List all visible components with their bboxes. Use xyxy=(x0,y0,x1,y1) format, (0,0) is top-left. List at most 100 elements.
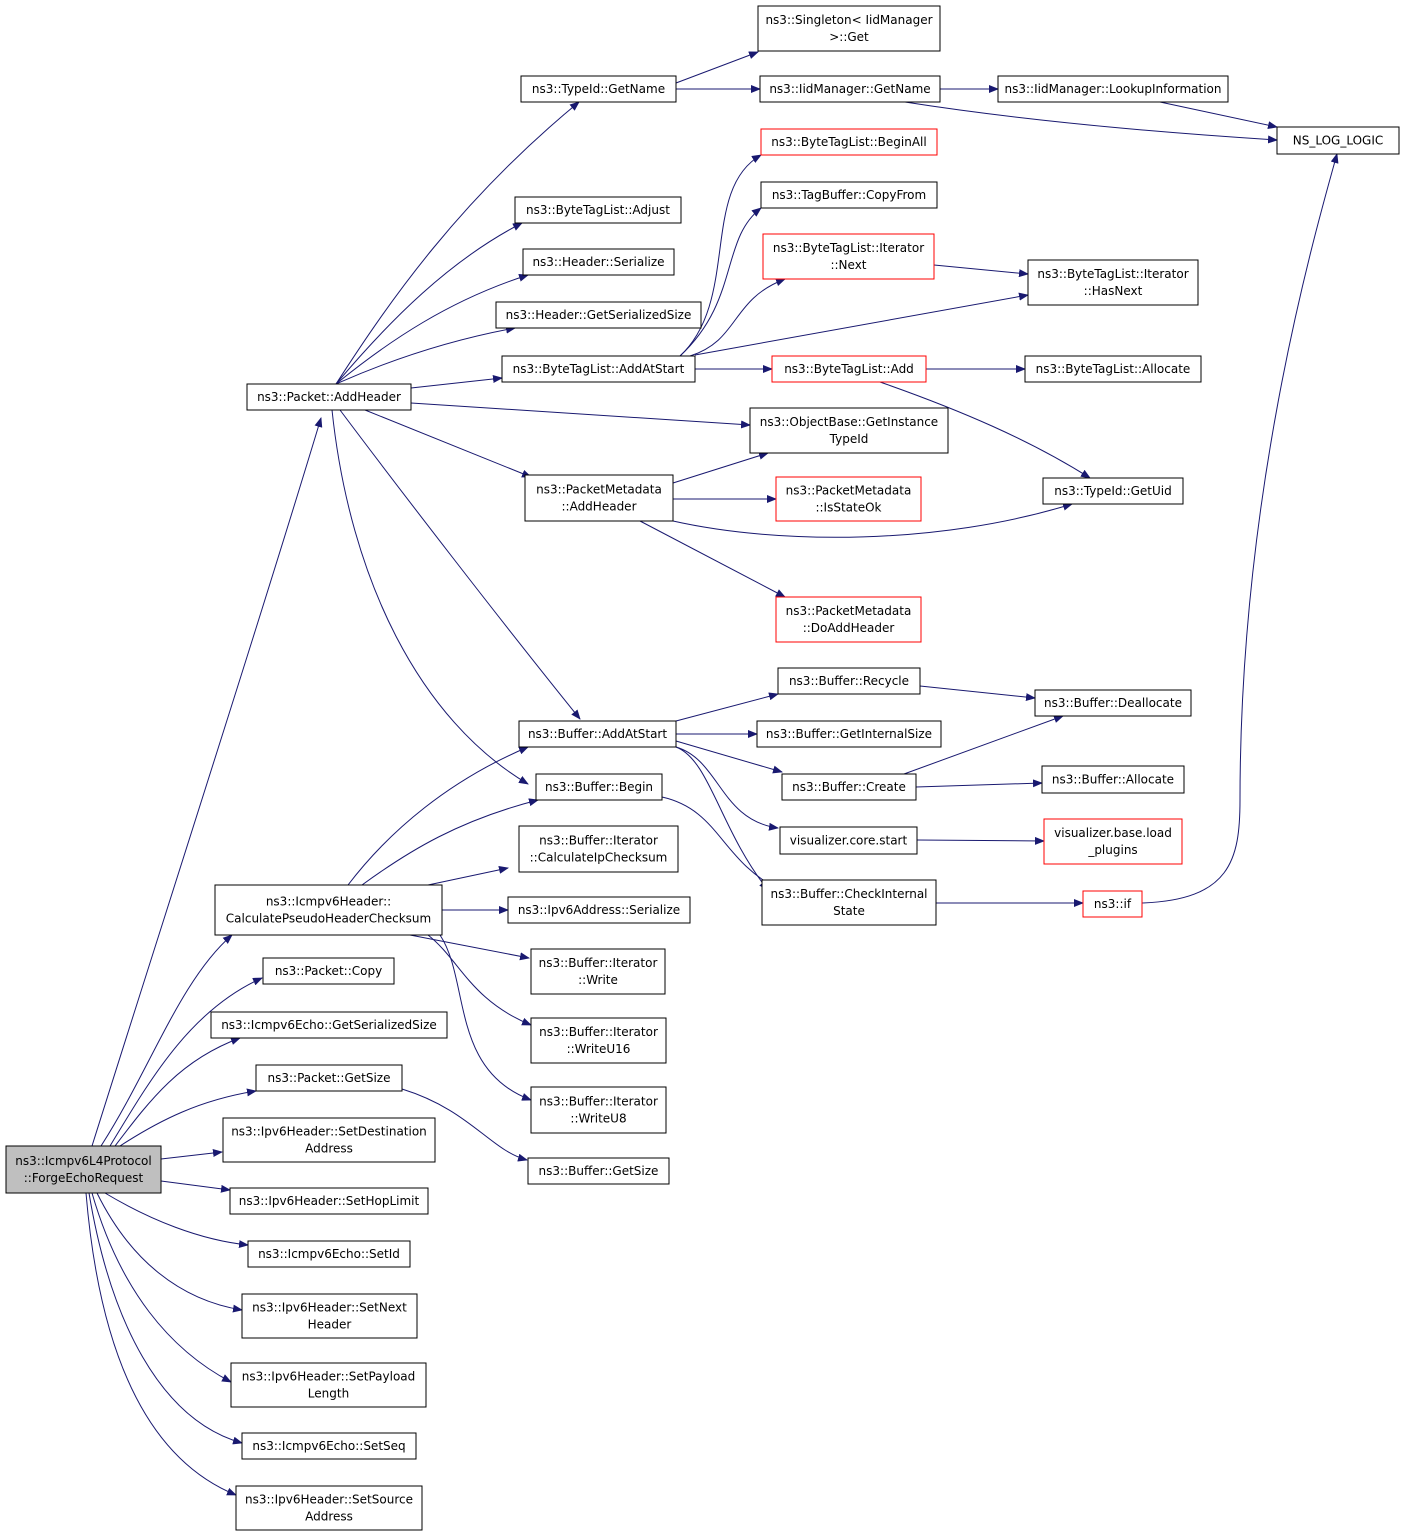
call-edge xyxy=(689,278,786,357)
node-hserialize[interactable]: ns3::Header::Serialize xyxy=(522,248,675,276)
node-box xyxy=(1041,765,1185,794)
node-viscorestart[interactable]: visualizer.core.start xyxy=(779,826,918,855)
node-label: Length xyxy=(308,1387,349,1401)
call-edge xyxy=(439,934,532,1101)
node-box xyxy=(749,407,949,454)
node-setseq[interactable]: ns3::Icmpv6Echo::SetSeq xyxy=(241,1432,417,1460)
node-iterwrite[interactable]: ns3::Buffer::Iterator::Write xyxy=(530,948,666,995)
node-label: ns3::PacketMetadata xyxy=(786,604,912,618)
call-edge xyxy=(675,692,779,722)
node-label: ns3::TypeId::GetUid xyxy=(1054,484,1172,498)
node-calcpseudo[interactable]: ns3::Icmpv6Header::CalculatePseudoHeader… xyxy=(214,884,443,936)
nodes: ns3::Icmpv6L4Protocol::ForgeEchoRequestn… xyxy=(5,5,1400,1531)
node-singletonget[interactable]: ns3::Singleton< IidManager>::Get xyxy=(757,5,941,52)
node-hgetsersize[interactable]: ns3::Header::GetSerializedSize xyxy=(495,301,702,329)
node-iidgetname[interactable]: ns3::IidManager::GetName xyxy=(759,75,941,103)
node-pmisstateok[interactable]: ns3::PacketMetadata::IsStateOk xyxy=(775,476,922,522)
node-bufallocate[interactable]: ns3::Buffer::Allocate xyxy=(1041,765,1185,794)
call-edge xyxy=(410,375,503,389)
node-label: ns3::Buffer::Deallocate xyxy=(1044,696,1182,710)
node-forge[interactable]: ns3::Icmpv6L4Protocol::ForgeEchoRequest xyxy=(5,1145,162,1194)
node-box xyxy=(1042,477,1184,505)
node-label: ns3::Icmpv6Echo::SetSeq xyxy=(252,1439,405,1453)
node-btlbeginall[interactable]: ns3::ByteTagList::BeginAll xyxy=(760,128,938,156)
call-edge xyxy=(335,273,529,385)
node-btladdatstart[interactable]: ns3::ByteTagList::AddAtStart xyxy=(501,355,696,383)
call-edge xyxy=(679,154,762,357)
node-visbaseload[interactable]: visualizer.base.load_plugins xyxy=(1043,818,1183,865)
call-edge xyxy=(1141,153,1339,904)
node-setid[interactable]: ns3::Icmpv6Echo::SetId xyxy=(247,1240,411,1268)
node-addheader[interactable]: ns3::Packet::AddHeader xyxy=(246,383,412,411)
node-nslog[interactable]: NS_LOG_LOGIC xyxy=(1276,126,1400,155)
node-iterwriteu8[interactable]: ns3::Buffer::Iterator::WriteU8 xyxy=(530,1086,667,1134)
node-label: ns3::Buffer::CheckInternal xyxy=(770,887,927,901)
node-echosersize[interactable]: ns3::Icmpv6Echo::GetSerializedSize xyxy=(210,1011,448,1039)
node-label: ns3::ByteTagList::BeginAll xyxy=(771,135,926,149)
node-label: ns3::Icmpv6L4Protocol xyxy=(15,1154,151,1168)
node-typegetname[interactable]: ns3::TypeId::GetName xyxy=(520,75,677,103)
call-edge xyxy=(96,1192,243,1313)
call-edge xyxy=(916,836,1045,845)
node-label: ::HasNext xyxy=(1084,284,1143,298)
node-bufdealloc[interactable]: ns3::Buffer::Deallocate xyxy=(1034,689,1192,717)
call-edge xyxy=(639,520,786,598)
node-box xyxy=(246,383,412,411)
node-label: ::WriteU16 xyxy=(567,1042,631,1056)
node-box xyxy=(229,1187,429,1215)
node-ns3if[interactable]: ns3::if xyxy=(1082,890,1143,918)
node-btliternext[interactable]: ns3::ByteTagList::Iterator::Next xyxy=(762,233,935,280)
node-btladjust[interactable]: ns3::ByteTagList::Adjust xyxy=(514,196,682,224)
node-label: ns3::ByteTagList::Allocate xyxy=(1036,362,1191,376)
node-label: ::IsStateOk xyxy=(815,501,881,515)
node-label: Header xyxy=(308,1318,352,1332)
node-pmdoaddheader[interactable]: ns3::PacketMetadata::DoAddHeader xyxy=(775,596,922,643)
node-bufcreate[interactable]: ns3::Buffer::Create xyxy=(781,773,917,801)
node-tbcopyfrom[interactable]: ns3::TagBuffer::CopyFrom xyxy=(760,181,938,209)
node-btliterhasnext[interactable]: ns3::ByteTagList::Iterator::HasNext xyxy=(1027,259,1199,306)
call-edge xyxy=(919,685,1036,702)
node-label: ns3::PacketMetadata xyxy=(786,484,912,498)
node-label: ns3::ByteTagList::Iterator xyxy=(773,241,924,255)
node-label: ns3::Icmpv6Echo::GetSerializedSize xyxy=(221,1018,437,1032)
call-edge xyxy=(335,222,523,385)
node-btlallocate[interactable]: ns3::ByteTagList::Allocate xyxy=(1024,355,1202,383)
call-edge xyxy=(661,796,781,891)
node-bufbegin[interactable]: ns3::Buffer::Begin xyxy=(535,773,663,801)
node-box xyxy=(255,1064,403,1092)
node-box xyxy=(759,75,941,103)
node-box xyxy=(760,181,938,209)
node-pcopy[interactable]: ns3::Packet::Copy xyxy=(262,957,395,985)
node-typegetuid[interactable]: ns3::TypeId::GetUid xyxy=(1042,477,1184,505)
node-bufaddatstart[interactable]: ns3::Buffer::AddAtStart xyxy=(518,720,677,748)
node-box xyxy=(997,75,1229,103)
node-label: ::AddHeader xyxy=(561,500,636,514)
node-pmaddheader[interactable]: ns3::PacketMetadata::AddHeader xyxy=(524,474,674,522)
node-ipv6addrser[interactable]: ns3::Ipv6Address::Serialize xyxy=(507,896,691,924)
node-btladd[interactable]: ns3::ByteTagList::Add xyxy=(771,355,927,383)
node-itercalc[interactable]: ns3::Buffer::Iterator::CalculateIpChecks… xyxy=(518,825,679,873)
node-label: ns3::IidManager::GetName xyxy=(769,82,930,96)
node-label: _plugins xyxy=(1087,843,1137,857)
call-edge xyxy=(427,934,532,1026)
call-edge xyxy=(335,101,580,385)
node-bufgetinternal[interactable]: ns3::Buffer::GetInternalSize xyxy=(756,720,942,748)
node-box xyxy=(535,773,663,801)
node-label: ns3::if xyxy=(1094,897,1132,911)
call-edge xyxy=(675,746,779,831)
call-edge xyxy=(104,1192,249,1249)
call-edge xyxy=(347,746,529,886)
node-iidlookup[interactable]: ns3::IidManager::LookupInformation xyxy=(997,75,1229,103)
node-iterwriteu16[interactable]: ns3::Buffer::Iterator::WriteU16 xyxy=(530,1017,667,1064)
node-pgetsize[interactable]: ns3::Packet::GetSize xyxy=(255,1064,403,1092)
call-edge xyxy=(109,977,263,1147)
node-bufrecycle[interactable]: ns3::Buffer::Recycle xyxy=(777,667,921,695)
node-bufgetsize[interactable]: ns3::Buffer::GetSize xyxy=(527,1157,670,1185)
node-sethop[interactable]: ns3::Ipv6Header::SetHopLimit xyxy=(229,1187,429,1215)
